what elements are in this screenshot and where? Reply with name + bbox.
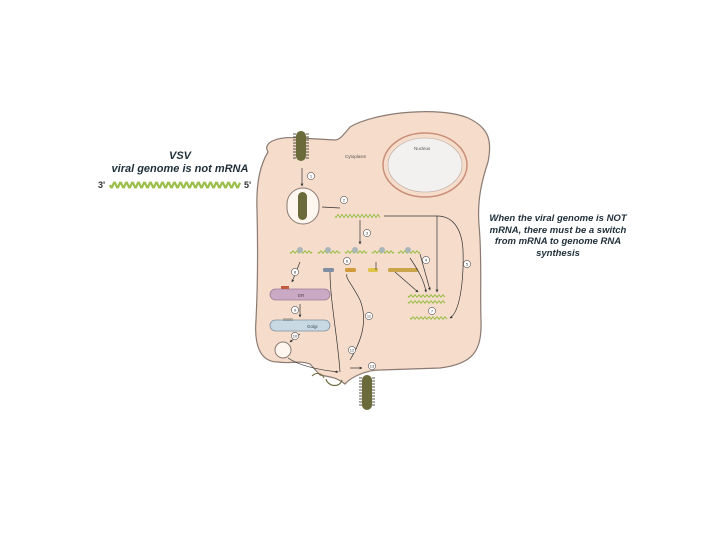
protein-n: [323, 268, 334, 272]
budding-site: [311, 373, 343, 387]
step-marker-number: 11: [367, 314, 372, 319]
entering-virion: [293, 131, 309, 161]
step-marker-number: 13: [370, 364, 375, 369]
er-label: ER: [298, 293, 305, 298]
step-marker-circle: [340, 196, 348, 204]
step-marker-1: 1: [307, 172, 315, 180]
step-marker-number: 5: [466, 262, 469, 267]
step-marker-number: 1: [310, 174, 313, 179]
exiting-virion: [359, 375, 375, 410]
transport-vesicle: [274, 341, 292, 359]
step-marker-circle: [291, 306, 299, 314]
released-genome-rna: [334, 213, 381, 219]
step-marker-7: 7: [428, 307, 436, 315]
step-marker-circle: [343, 257, 351, 265]
nucleus: [387, 137, 463, 193]
mrna-ribosome-row: [289, 247, 421, 254]
step-marker-number: 9: [294, 308, 297, 313]
step-marker-11: 11: [365, 312, 373, 320]
genome-5-prime-label: 5': [244, 180, 252, 190]
golgi-label: Golgi: [307, 324, 318, 329]
diagram-title: VSV viral genome is not mRNA: [105, 150, 255, 176]
title-line-2: viral genome is not mRNA: [111, 163, 249, 175]
step-marker-circle: [368, 362, 376, 370]
nucleus-envelope: [382, 132, 468, 198]
replicated-genomes: [407, 294, 448, 320]
endosome: [286, 187, 320, 225]
step-marker-3: 3: [363, 229, 371, 237]
step-marker-5: 5: [463, 260, 471, 268]
step-marker-4: 4: [422, 256, 430, 264]
explanatory-note: When the viral genome is NOT mRNA, there…: [489, 213, 627, 259]
step-marker-number: 8: [294, 270, 297, 275]
step-marker-number: 7: [431, 309, 434, 314]
pathway-arrows: [287, 168, 464, 374]
step-marker-circle: [365, 312, 373, 320]
step-marker-circle: [422, 256, 430, 264]
step-marker-number: 10: [293, 334, 298, 339]
step-marker-circle: [463, 260, 471, 268]
step-marker-number: 6: [346, 259, 349, 264]
protein-p: [345, 268, 356, 272]
nucleus-label: Nucleus: [414, 146, 431, 151]
protein-m: [368, 268, 378, 272]
endoplasmic-reticulum: ER: [269, 286, 331, 301]
step-marker-number: 3: [366, 231, 369, 236]
step-marker-10: 10: [291, 332, 299, 340]
viral-genome-strand: [108, 181, 242, 189]
step-marker-number: 2: [343, 198, 346, 203]
step-marker-circle: [291, 332, 299, 340]
step-marker-number: 4: [425, 258, 428, 263]
step-marker-2: 2: [340, 196, 348, 204]
protein-l: [388, 268, 418, 272]
step-marker-circle: [428, 307, 436, 315]
step-marker-8: 8: [291, 268, 299, 276]
title-line-1: VSV: [168, 150, 191, 162]
step-marker-12: 12: [348, 346, 356, 354]
step-marker-6: 6: [343, 257, 351, 265]
step-marker-circle: [307, 172, 315, 180]
genome-3-prime-label: 3': [98, 180, 106, 190]
cytoplasm-label: Cytoplasm: [345, 154, 367, 159]
step-marker-circle: [291, 268, 299, 276]
step-marker-number: 12: [350, 348, 355, 353]
golgi-apparatus: Golgi: [269, 318, 331, 332]
step-marker-9: 9: [291, 306, 299, 314]
step-marker-13: 13: [368, 362, 376, 370]
step-marker-circle: [363, 229, 371, 237]
step-marker-circle: [348, 346, 356, 354]
